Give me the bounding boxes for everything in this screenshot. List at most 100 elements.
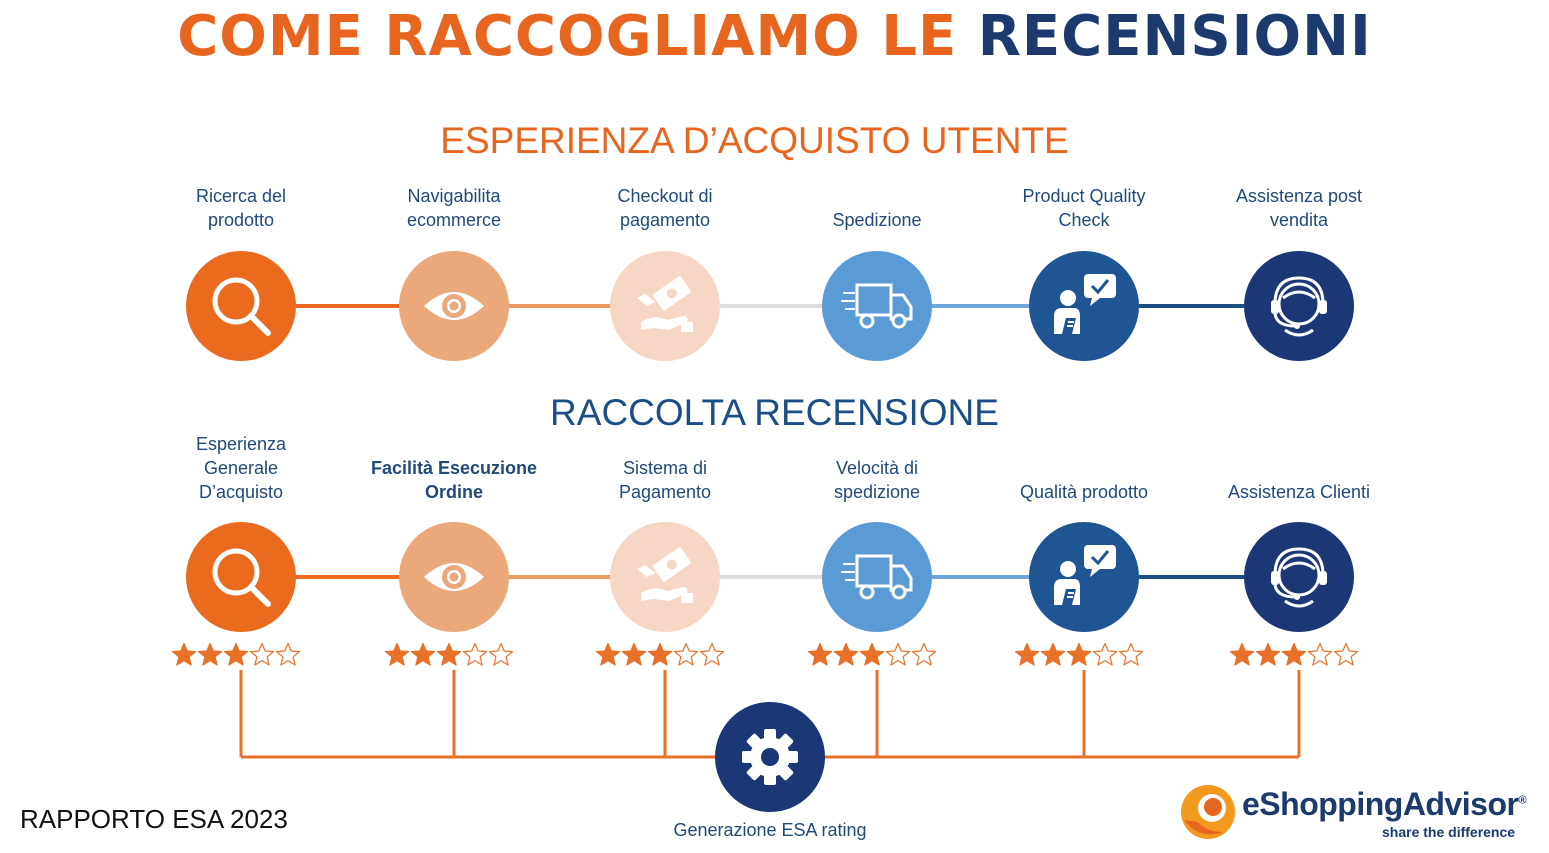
star-rating xyxy=(384,642,514,670)
row1-step-label: Product Quality Check xyxy=(974,152,1194,232)
row1-step-label-text: Ricerca del prodotto xyxy=(195,186,287,230)
star-empty-icon xyxy=(911,642,937,670)
star-empty-icon xyxy=(249,642,275,670)
eshoppingadvisor-logo-icon xyxy=(1181,785,1235,839)
payment-icon xyxy=(633,274,697,338)
row1-step-label-text: Assistenza post vendita xyxy=(1235,186,1363,230)
row1-step-circle xyxy=(822,251,932,361)
row2-connector xyxy=(932,575,1029,579)
row1-step-label-text: Navigabilita ecommerce xyxy=(406,186,502,230)
star-empty-icon xyxy=(699,642,725,670)
row1-connector xyxy=(932,304,1029,308)
row2-step-circle xyxy=(186,522,296,632)
quality-check-icon xyxy=(1048,541,1120,613)
star-filled-icon xyxy=(859,642,885,670)
logo-name: eShoppingAdvisor® xyxy=(1242,786,1527,823)
row2-step-circle xyxy=(822,522,932,632)
row1-step-label: Checkout di pagamento xyxy=(555,152,775,232)
star-filled-icon xyxy=(197,642,223,670)
star-empty-icon xyxy=(462,642,488,670)
row2-step-circle xyxy=(1244,522,1354,632)
row2-step-label-text: Esperienza Generale D’acquisto xyxy=(195,434,287,502)
star-filled-icon xyxy=(223,642,249,670)
row2-step-label: Qualità prodotto xyxy=(974,424,1194,504)
row2-step-circle xyxy=(610,522,720,632)
logo-registered: ® xyxy=(1518,794,1527,807)
star-filled-icon xyxy=(410,642,436,670)
row1-step-circle xyxy=(610,251,720,361)
star-filled-icon xyxy=(621,642,647,670)
row1-step-label: Ricerca del prodotto xyxy=(131,152,351,232)
row1-step-label: Assistenza post vendita xyxy=(1189,152,1409,232)
star-rating xyxy=(595,642,725,670)
star-filled-icon xyxy=(1066,642,1092,670)
eye-icon xyxy=(421,555,487,599)
row1-connector xyxy=(296,304,399,308)
section-title-review-collection: RACCOLTA RECENSIONE xyxy=(550,392,999,433)
star-empty-icon xyxy=(673,642,699,670)
title-part-2: RECENSIONI xyxy=(977,4,1372,69)
star-empty-icon xyxy=(488,642,514,670)
title-part-1: COME RACCOGLIAMO LE xyxy=(177,4,978,69)
row2-step-circle xyxy=(1029,522,1139,632)
star-filled-icon xyxy=(1040,642,1066,670)
star-filled-icon xyxy=(1281,642,1307,670)
row1-connector xyxy=(1139,304,1244,308)
star-filled-icon xyxy=(384,642,410,670)
headset-icon xyxy=(1261,268,1337,344)
row1-step-circle xyxy=(186,251,296,361)
row2-step-label-text: Qualità prodotto xyxy=(1019,482,1149,502)
row1-step-circle xyxy=(399,251,509,361)
quality-check-icon xyxy=(1048,270,1120,342)
star-empty-icon xyxy=(275,642,301,670)
page-title: COME RACCOGLIAMO LE RECENSIONI xyxy=(0,4,1549,69)
row2-step-label: Facilità Esecuzione Ordine xyxy=(344,424,564,504)
row2-step-label: Velocità di spedizione xyxy=(767,424,987,504)
row2-step-label-text: Sistema di Pagamento xyxy=(618,458,712,502)
row1-step-circle xyxy=(1029,251,1139,361)
star-empty-icon xyxy=(885,642,911,670)
star-filled-icon xyxy=(1014,642,1040,670)
row2-step-label: Esperienza Generale D’acquisto xyxy=(131,424,351,504)
star-filled-icon xyxy=(171,642,197,670)
star-filled-icon xyxy=(647,642,673,670)
star-rating xyxy=(171,642,301,670)
star-filled-icon xyxy=(436,642,462,670)
search-icon xyxy=(206,542,276,612)
gear-icon xyxy=(738,725,802,789)
row2-connector xyxy=(720,575,822,579)
row2-step-label-text: Velocità di spedizione xyxy=(833,458,921,502)
row1-step-label: Spedizione xyxy=(767,152,987,232)
row1-connector xyxy=(509,304,610,308)
star-rating xyxy=(1229,642,1359,670)
star-filled-icon xyxy=(1255,642,1281,670)
star-empty-icon xyxy=(1307,642,1333,670)
row1-step-label-text: Spedizione xyxy=(832,210,922,230)
truck-icon xyxy=(841,281,913,331)
esa-rating-hub xyxy=(715,702,825,812)
row2-step-label-text: Facilità Esecuzione Ordine xyxy=(370,458,538,502)
row2-step-label-text: Assistenza Clienti xyxy=(1227,482,1371,502)
payment-icon xyxy=(633,545,697,609)
section-title-purchase-experience: ESPERIENZA D’ACQUISTO UTENTE xyxy=(440,120,1069,161)
row1-connector xyxy=(720,304,822,308)
star-empty-icon xyxy=(1333,642,1359,670)
star-rating xyxy=(807,642,937,670)
search-icon xyxy=(206,271,276,341)
star-filled-icon xyxy=(833,642,859,670)
star-empty-icon xyxy=(1118,642,1144,670)
row2-connector xyxy=(1139,575,1244,579)
row2-connector xyxy=(509,575,610,579)
row1-step-label: Navigabilita ecommerce xyxy=(344,152,564,232)
logo-tagline: share the difference xyxy=(1382,824,1516,840)
report-label: RAPPORTO ESA 2023 xyxy=(20,804,288,834)
row1-step-label-text: Product Quality Check xyxy=(1022,186,1146,230)
star-filled-icon xyxy=(595,642,621,670)
row1-step-label-text: Checkout di pagamento xyxy=(617,186,713,230)
hub-label: Generazione ESA rating xyxy=(673,820,867,840)
star-filled-icon xyxy=(1229,642,1255,670)
eye-icon xyxy=(421,284,487,328)
row2-step-label: Assistenza Clienti xyxy=(1189,424,1409,504)
star-rating xyxy=(1014,642,1144,670)
row1-step-circle xyxy=(1244,251,1354,361)
